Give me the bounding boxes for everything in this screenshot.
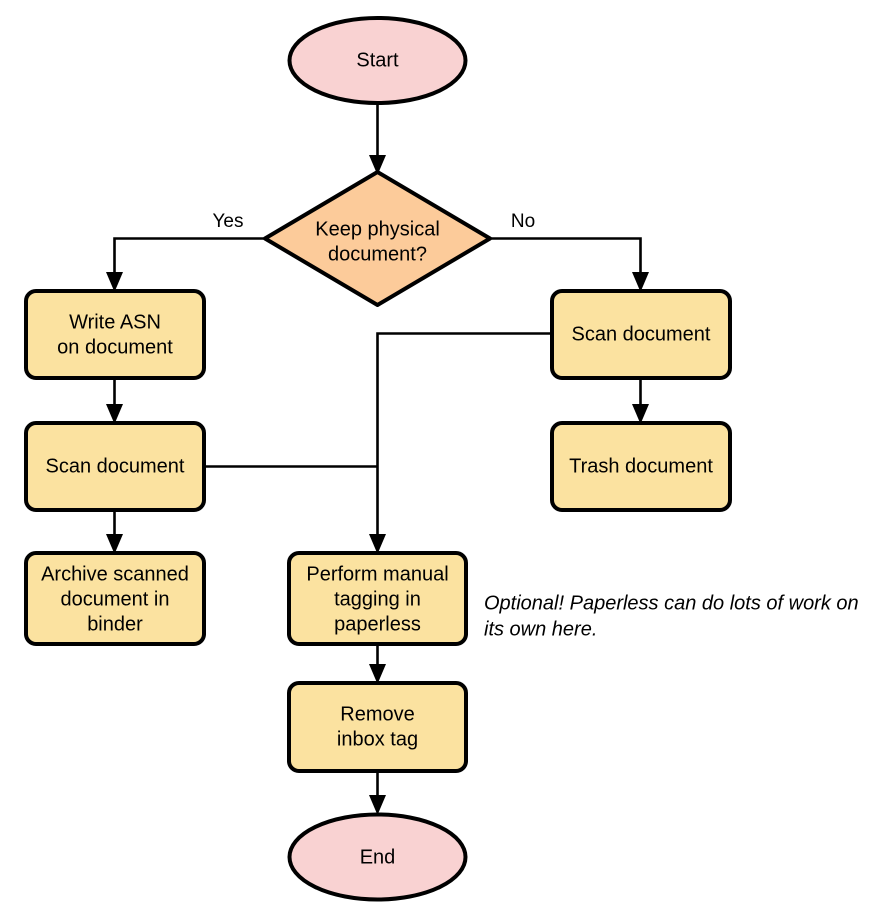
node-start[interactable]: Start: [287, 16, 468, 105]
annotation-optional-note: Optional! Paperless can do lots of work …: [484, 592, 859, 640]
optional-note-line1: Optional! Paperless can do lots of work …: [484, 592, 859, 614]
arrow-head-icon: [632, 404, 649, 424]
end-ellipse[interactable]: [287, 812, 468, 902]
edge-line: [376, 332, 552, 543]
node-trash-document[interactable]: Trash document: [550, 421, 732, 512]
remove-inbox-label-line1: Remove: [340, 703, 414, 725]
edge-decision-no-to-scan-right: [490, 237, 649, 292]
archive-label-line3: binder: [87, 613, 143, 635]
remove-inbox-label-line2: inbox tag: [337, 728, 418, 750]
node-archive-scanned-document[interactable]: Archive scanned document in binder: [24, 551, 206, 646]
node-write-asn-on-document[interactable]: Write ASN on document: [24, 289, 206, 380]
arrow-head-icon: [369, 795, 386, 815]
edge-line: [113, 237, 265, 281]
arrow-head-icon: [106, 404, 123, 424]
archive-label-line2: document in: [61, 588, 170, 610]
manual-tagging-label-line1: Perform manual: [306, 563, 448, 585]
node-decision-keep-physical-document[interactable]: Keep physical document?: [263, 170, 492, 307]
arrow-head-icon: [369, 664, 386, 684]
archive-label-line1: Archive scanned: [41, 563, 189, 585]
scan-document-left-box[interactable]: [24, 421, 206, 512]
write-asn-label-line1: Write ASN: [69, 311, 161, 333]
edge-label-no: No: [511, 211, 535, 232]
end-label: End: [360, 846, 396, 868]
start-ellipse[interactable]: [287, 16, 468, 105]
optional-note-line2: its own here.: [484, 618, 597, 640]
node-remove-inbox-tag[interactable]: Remove inbox tag: [287, 681, 468, 773]
node-end[interactable]: End: [287, 812, 468, 902]
write-asn-label-line2: on document: [57, 336, 173, 358]
node-scan-document-left[interactable]: Scan document: [24, 421, 206, 512]
manual-tagging-label-line3: paperless: [334, 613, 421, 635]
remove-inbox-tag-box[interactable]: [287, 681, 468, 773]
write-asn-box[interactable]: [24, 289, 206, 380]
arrow-head-icon: [106, 534, 123, 554]
arrow-head-icon: [632, 272, 649, 292]
arrow-head-icon: [369, 155, 386, 175]
manual-tagging-label-line2: tagging in: [334, 588, 421, 610]
node-perform-manual-tagging[interactable]: Perform manual tagging in paperless: [287, 551, 468, 646]
trash-document-box[interactable]: [550, 421, 732, 512]
edge-write-asn-to-scan-left: [106, 378, 123, 424]
edge-label-yes: Yes: [213, 211, 244, 232]
edge-decision-yes-to-write-asn: [106, 237, 265, 292]
edge-line: [490, 237, 642, 281]
edge-scan-left-to-archive: [106, 510, 123, 554]
scan-document-left-label: Scan document: [46, 455, 185, 477]
scan-document-right-label: Scan document: [572, 323, 711, 345]
trash-document-label: Trash document: [569, 455, 713, 477]
scan-document-right-box[interactable]: [550, 289, 732, 380]
edge-manual-tagging-to-remove-inbox: [369, 644, 386, 684]
edge-scan-right-to-manual-tagging: [369, 332, 552, 554]
edge-scan-right-to-trash: [632, 378, 649, 424]
archive-box[interactable]: [24, 551, 206, 646]
start-label: Start: [356, 49, 399, 71]
manual-tagging-box[interactable]: [287, 551, 468, 646]
node-scan-document-right[interactable]: Scan document: [550, 289, 732, 380]
arrow-head-icon: [369, 534, 386, 554]
edge-start-to-decision: [369, 103, 386, 175]
edge-remove-inbox-to-end: [369, 771, 386, 815]
arrow-head-icon: [106, 272, 123, 292]
decision-diamond[interactable]: [263, 170, 492, 307]
decision-label-line2: document?: [328, 243, 427, 265]
decision-label-line1: Keep physical: [315, 218, 440, 240]
